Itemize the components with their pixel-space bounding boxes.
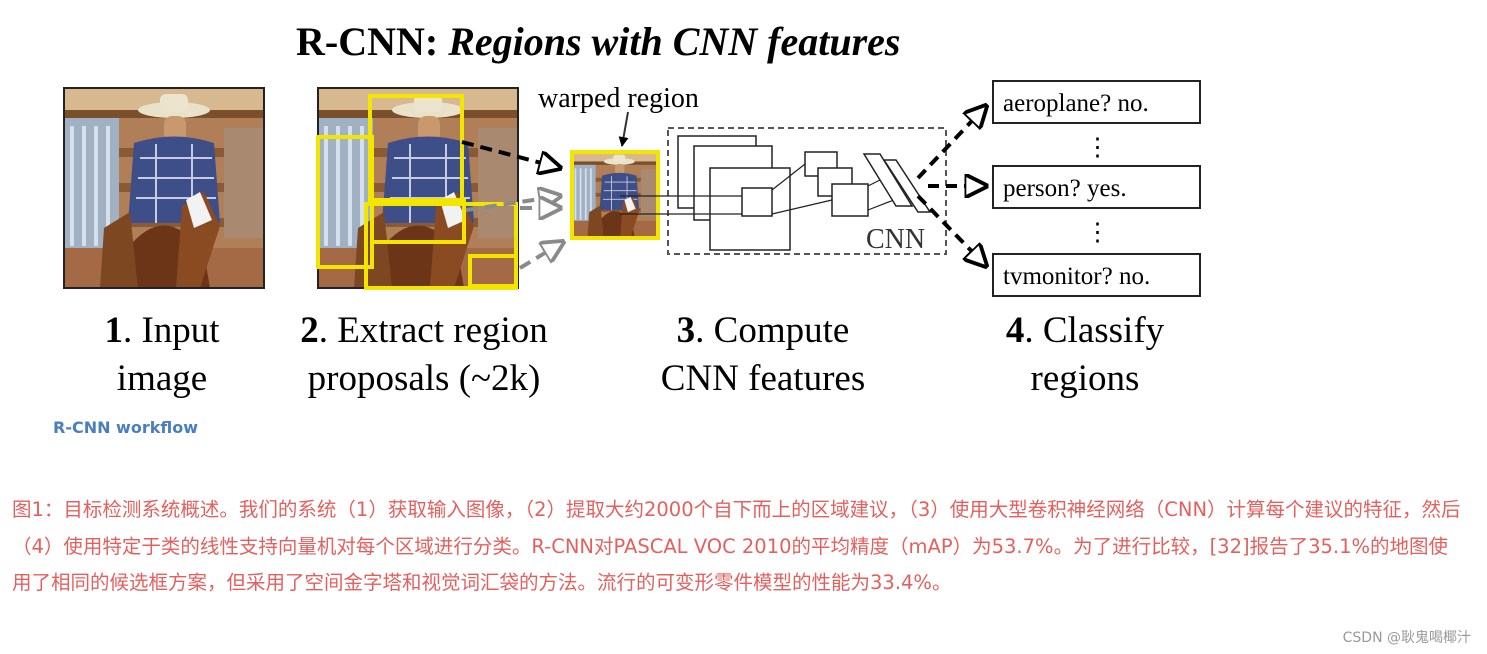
step-line: . Input bbox=[123, 310, 220, 351]
step-label-4: 4. Classify regions bbox=[1006, 310, 1165, 399]
step-line: . Compute bbox=[695, 310, 849, 351]
proposal-box bbox=[370, 198, 466, 244]
proposal-arrow bbox=[461, 140, 560, 168]
proposal-box bbox=[364, 202, 518, 290]
figure-caption-label: R-CNN workflow bbox=[53, 418, 198, 437]
step-label-1: 1. Input image bbox=[104, 310, 220, 399]
step-number: 1 bbox=[104, 310, 123, 351]
class-box: tvmonitor? no. bbox=[992, 253, 1201, 297]
svg-text:1. Input: 1. Input bbox=[104, 310, 220, 351]
cnn-block: CNN bbox=[620, 127, 947, 255]
step-number: 4 bbox=[1006, 310, 1025, 351]
diagram-title: R-CNN: Regions with CNN features bbox=[296, 19, 900, 64]
warped-region-image bbox=[570, 150, 660, 240]
classify-arrow bbox=[916, 194, 986, 266]
step-label-2: 2. Extract region proposals (~2k) bbox=[300, 310, 548, 399]
step-label-3: 3. Compute CNN features bbox=[661, 310, 865, 399]
region-proposals-image bbox=[316, 87, 519, 290]
input-image bbox=[63, 87, 265, 289]
svg-text:3. Compute: 3. Compute bbox=[677, 310, 850, 351]
proposal-arrow bbox=[518, 242, 563, 270]
title-italic: Regions with CNN features bbox=[447, 19, 900, 64]
class-label: aeroplane? no. bbox=[1003, 90, 1149, 117]
class-box: person? yes. bbox=[992, 165, 1201, 209]
ellipsis: ⋮ bbox=[1085, 134, 1110, 161]
step-line: CNN features bbox=[661, 358, 865, 399]
step-line: proposals (~2k) bbox=[308, 358, 541, 399]
warped-region-label: warped region bbox=[538, 83, 699, 114]
watermark: CSDN @耿鬼喝椰汁 bbox=[1342, 630, 1471, 646]
step-line: . Extract region bbox=[319, 310, 548, 351]
step-number: 3 bbox=[677, 310, 696, 351]
proposal-box bbox=[468, 254, 518, 288]
step-line: regions bbox=[1031, 358, 1140, 399]
title-bold: R-CNN: bbox=[296, 19, 448, 64]
cnn-label: CNN bbox=[866, 224, 925, 255]
ellipsis: ⋮ bbox=[1085, 219, 1110, 246]
class-label: tvmonitor? no. bbox=[1003, 263, 1150, 290]
warped-label-pointer bbox=[618, 111, 629, 147]
svg-text:4. Classify: 4. Classify bbox=[1006, 310, 1165, 351]
class-label: person? yes. bbox=[1003, 175, 1127, 202]
step-number: 2 bbox=[300, 310, 319, 351]
figure-caption: 图1：目标检测系统概述。我们的系统（1）获取输入图像，（2）提取大约2000个自… bbox=[12, 498, 1461, 594]
classify-arrow bbox=[916, 106, 986, 180]
svg-text:2. Extract region: 2. Extract region bbox=[300, 310, 548, 351]
step-line: image bbox=[117, 358, 207, 399]
class-box: aeroplane? no. bbox=[992, 80, 1201, 124]
step-line: . Classify bbox=[1024, 310, 1164, 351]
rcnn-diagram: R-CNN: Regions with CNN features warped … bbox=[63, 19, 1201, 399]
